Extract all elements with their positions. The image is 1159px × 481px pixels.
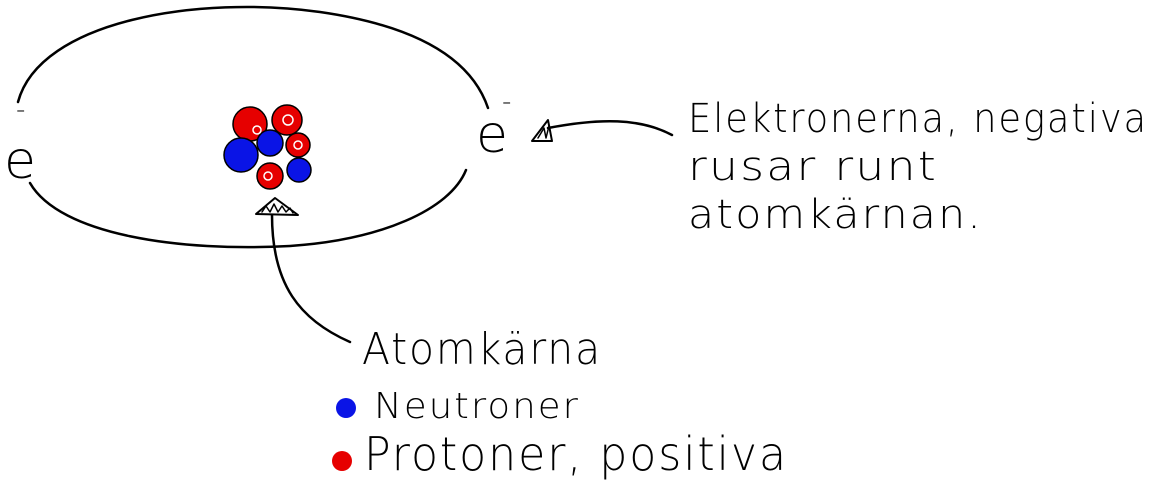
electron-right: e -: [476, 87, 513, 165]
legend-label-protons: Protoner, positiva: [364, 427, 788, 481]
orbit-lower-arc: [28, 168, 468, 249]
proton: [271, 104, 303, 136]
electrons-label-line3: atomkärnan.: [688, 192, 983, 238]
legend: Neutroner Protoner, positiva: [332, 386, 788, 481]
electron-pointer-hatch: [537, 125, 550, 139]
electrons-label-line1: Elektronerna, negativa: [688, 96, 1148, 142]
nucleus-pointer-hatch: [261, 203, 294, 214]
electrons-label: Elektronerna, negativa rusar runt atomkä…: [688, 96, 1148, 238]
legend-swatch-proton: [332, 451, 352, 471]
electron-pointer-head: [531, 119, 553, 142]
electron-right-charge: -: [502, 87, 513, 117]
proton: [252, 125, 262, 135]
electron-left: e -: [4, 95, 38, 191]
electrons-label-line2: rusar runt: [688, 144, 938, 190]
electron-left-symbol: e: [4, 131, 38, 191]
neutron: [286, 157, 312, 183]
legend-item-neutrons: Neutroner: [336, 386, 580, 427]
nucleus-pointer-line: [270, 213, 352, 344]
orbit-upper-arc: [16, 5, 490, 110]
proton: [285, 132, 311, 158]
proton: [293, 140, 303, 150]
legend-label-neutrons: Neutroner: [374, 386, 580, 427]
proton: [256, 162, 284, 190]
electron-right-symbol: e: [476, 105, 510, 165]
electron-pointer: [531, 119, 674, 142]
legend-item-protons: Protoner, positiva: [332, 427, 788, 481]
electron-left-charge: -: [16, 95, 27, 125]
neutron: [223, 137, 259, 173]
nucleus-label: Atomkärna: [362, 324, 602, 375]
proton: [282, 114, 294, 126]
proton: [263, 171, 273, 181]
neutron: [256, 129, 284, 157]
nucleus-pointer: [255, 197, 352, 344]
legend-swatch-neutron: [336, 398, 356, 418]
nucleus: [223, 104, 312, 190]
electron-pointer-line: [546, 119, 674, 137]
